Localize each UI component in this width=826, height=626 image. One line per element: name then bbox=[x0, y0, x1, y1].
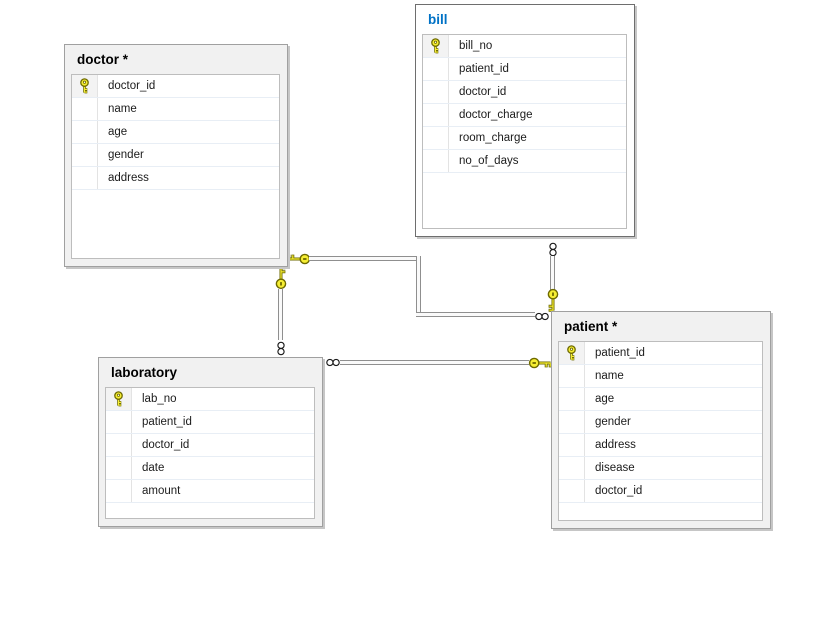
many-side-infinity-icon bbox=[325, 354, 341, 370]
relationship-doctor-patient-segment[interactable] bbox=[309, 256, 419, 261]
column-name: bill_no bbox=[459, 40, 493, 52]
table-doctor-title[interactable]: doctor * bbox=[77, 52, 129, 67]
column-row[interactable]: doctor_charge bbox=[423, 104, 626, 127]
icon-cell bbox=[559, 457, 585, 479]
table-bill-title[interactable]: bill bbox=[428, 12, 448, 27]
icon-cell bbox=[106, 411, 132, 433]
many-side-infinity-icon bbox=[545, 241, 561, 257]
relationship-patient-bill-segment[interactable] bbox=[550, 256, 555, 292]
column-name: doctor_id bbox=[142, 439, 190, 451]
icon-cell bbox=[423, 127, 449, 149]
primary-key-icon-cell bbox=[106, 388, 132, 410]
column-row[interactable]: patient_id bbox=[423, 58, 626, 81]
column-row[interactable]: disease bbox=[559, 457, 762, 480]
column-row[interactable]: lab_no bbox=[106, 388, 314, 411]
column-name: doctor_id bbox=[108, 80, 156, 92]
icon-cell bbox=[72, 167, 98, 189]
column-name: amount bbox=[142, 485, 181, 497]
relationship-patient-laboratory-segment[interactable] bbox=[340, 360, 529, 365]
relationship-doctor-patient-segment[interactable] bbox=[416, 256, 421, 317]
column-row[interactable]: address bbox=[559, 434, 762, 457]
icon-cell bbox=[106, 480, 132, 502]
column-name: doctor_id bbox=[459, 86, 507, 98]
icon-cell bbox=[72, 121, 98, 143]
one-side-key-icon bbox=[269, 266, 293, 290]
icon-cell bbox=[106, 434, 132, 456]
icon-cell bbox=[423, 81, 449, 103]
column-row[interactable]: doctor_id bbox=[423, 81, 626, 104]
column-row[interactable]: room_charge bbox=[423, 127, 626, 150]
table-bill[interactable]: bill bill_no patient_id doctor_id doctor_ch… bbox=[415, 4, 635, 237]
column-row[interactable]: doctor_id bbox=[72, 75, 279, 98]
column-name: name bbox=[108, 103, 137, 115]
column-row[interactable]: bill_no bbox=[423, 35, 626, 58]
primary-key-icon bbox=[431, 38, 440, 54]
many-side-infinity-icon bbox=[273, 340, 289, 356]
column-name: lab_no bbox=[142, 393, 177, 405]
icon-cell bbox=[106, 457, 132, 479]
column-name: address bbox=[595, 439, 636, 451]
column-name: doctor_charge bbox=[459, 109, 533, 121]
column-row[interactable]: name bbox=[559, 365, 762, 388]
column-name: patient_id bbox=[142, 416, 192, 428]
column-row[interactable]: amount bbox=[106, 480, 314, 503]
primary-key-icon bbox=[114, 391, 123, 407]
column-row[interactable]: no_of_days bbox=[423, 150, 626, 173]
column-name: address bbox=[108, 172, 149, 184]
column-row[interactable]: gender bbox=[72, 144, 279, 167]
icon-cell bbox=[559, 388, 585, 410]
icon-cell bbox=[559, 434, 585, 456]
column-name: age bbox=[595, 393, 615, 405]
table-patient-title[interactable]: patient * bbox=[564, 319, 618, 334]
column-row[interactable]: gender bbox=[559, 411, 762, 434]
column-name: room_charge bbox=[459, 132, 527, 144]
column-name: no_of_days bbox=[459, 155, 519, 167]
column-row[interactable]: doctor_id bbox=[559, 480, 762, 503]
column-row[interactable]: patient_id bbox=[106, 411, 314, 434]
primary-key-icon bbox=[80, 78, 89, 94]
icon-cell bbox=[72, 98, 98, 120]
icon-cell bbox=[423, 58, 449, 80]
one-side-key-icon bbox=[287, 247, 311, 271]
icon-cell bbox=[423, 150, 449, 172]
column-name: patient_id bbox=[595, 347, 645, 359]
primary-key-icon-cell bbox=[72, 75, 98, 97]
icon-cell bbox=[559, 480, 585, 502]
column-name: age bbox=[108, 126, 128, 138]
column-row[interactable]: date bbox=[106, 457, 314, 480]
icon-cell bbox=[423, 104, 449, 126]
relationship-doctor-laboratory-segment[interactable] bbox=[278, 289, 283, 340]
relationship-doctor-patient-segment[interactable] bbox=[416, 312, 535, 317]
column-row[interactable]: doctor_id bbox=[106, 434, 314, 457]
column-row[interactable]: address bbox=[72, 167, 279, 190]
column-name: date bbox=[142, 462, 165, 474]
one-side-key-icon bbox=[528, 351, 552, 375]
column-row[interactable]: age bbox=[72, 121, 279, 144]
table-laboratory-title[interactable]: laboratory bbox=[111, 365, 178, 380]
column-name: gender bbox=[595, 416, 631, 428]
column-row[interactable]: age bbox=[559, 388, 762, 411]
one-side-key-icon bbox=[541, 288, 565, 312]
icon-cell bbox=[559, 411, 585, 433]
column-row[interactable]: patient_id bbox=[559, 342, 762, 365]
icon-cell bbox=[72, 144, 98, 166]
primary-key-icon-cell bbox=[423, 35, 449, 57]
column-row[interactable]: name bbox=[72, 98, 279, 121]
column-name: disease bbox=[595, 462, 635, 474]
primary-key-icon bbox=[567, 345, 576, 361]
column-name: patient_id bbox=[459, 63, 509, 75]
icon-cell bbox=[559, 365, 585, 387]
column-name: gender bbox=[108, 149, 144, 161]
column-name: doctor_id bbox=[595, 485, 643, 497]
column-name: name bbox=[595, 370, 624, 382]
many-side-infinity-icon bbox=[534, 308, 550, 324]
primary-key-icon-cell bbox=[559, 342, 585, 364]
